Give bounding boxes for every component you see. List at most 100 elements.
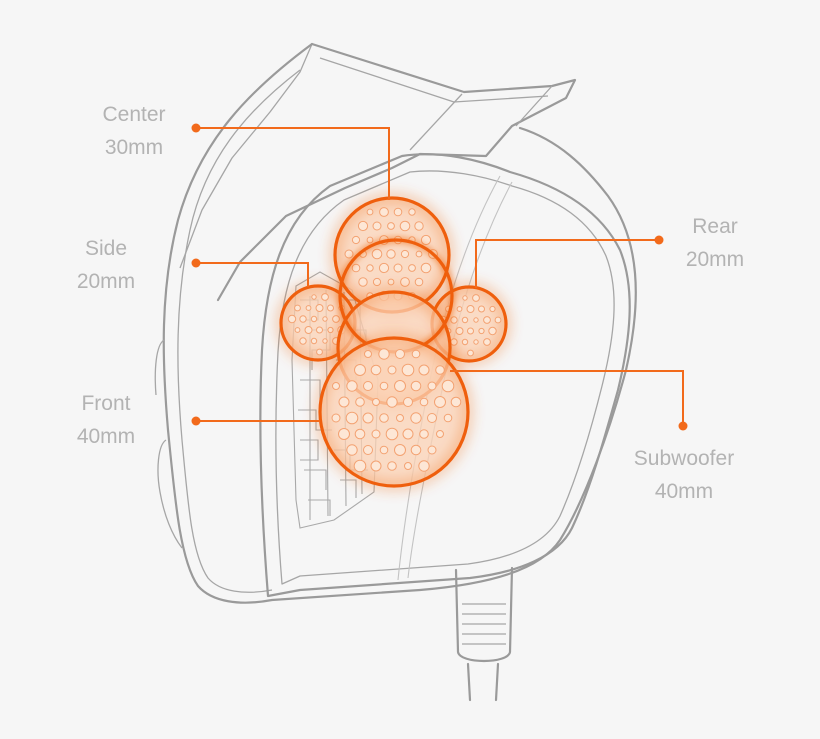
leader-side [196, 262, 309, 287]
perforation-hole [332, 315, 340, 323]
ear-cup-shell [154, 42, 637, 604]
perforation-hole [371, 248, 383, 260]
perforation-hole [478, 327, 485, 335]
perforation-hole [310, 315, 318, 323]
perforation-hole [327, 326, 334, 334]
perforation-hole [299, 337, 307, 345]
perforation-hole [387, 222, 395, 230]
label-center: Center 30mm [88, 98, 180, 164]
perforation-hole [346, 444, 358, 456]
perforation-hole [488, 326, 497, 336]
perforation-hole [461, 338, 469, 346]
label-center-name: Center [102, 103, 166, 126]
perforation-hole [455, 327, 464, 335]
perforation-hole [410, 380, 422, 392]
perforation-hole [304, 326, 313, 334]
perforation-hole [420, 234, 432, 246]
perforation-hole [366, 236, 374, 244]
perforation-hole [434, 396, 446, 408]
perforation-hole [305, 305, 312, 311]
perforation-hole [414, 277, 424, 287]
label-center-size: 30mm [104, 136, 164, 159]
perforation-hole [322, 338, 328, 344]
label-subwoofer-name: Subwoofer [633, 447, 735, 470]
leader-side-dot [191, 258, 201, 268]
perforation-hole [450, 338, 458, 346]
perforation-hole [366, 208, 374, 216]
perforation-hole [355, 397, 365, 407]
perforation-hole [371, 429, 381, 439]
label-side-name: Side [84, 237, 128, 260]
leader-front-dot [191, 416, 201, 426]
label-front-size: 40mm [76, 425, 136, 448]
perforation-hole [473, 317, 479, 323]
perforation-hole [386, 249, 396, 259]
perforation-hole [399, 220, 411, 232]
perforation-hole [372, 398, 380, 406]
perforation-hole [287, 314, 297, 324]
label-front: Front 40mm [60, 387, 152, 453]
label-side-size: 20mm [76, 270, 136, 293]
label-rear: Rear 20mm [669, 210, 761, 276]
perforation-hole [427, 413, 437, 423]
driver-front [318, 336, 470, 488]
label-front-name: Front [81, 392, 131, 415]
label-rear-size: 20mm [685, 248, 745, 271]
perforation-hole [353, 459, 367, 473]
perforation-hole [394, 380, 406, 392]
driver-center [333, 196, 451, 314]
cable [454, 566, 514, 702]
perforation-hole [450, 396, 462, 408]
perforation-hole [403, 397, 413, 407]
perforation-hole [402, 428, 414, 440]
leader-center [196, 127, 390, 200]
perforation-hole [467, 327, 474, 335]
perforation-hole [378, 262, 390, 274]
perforation-hole [467, 349, 474, 357]
perforation-hole [404, 462, 412, 470]
perforation-hole [466, 305, 475, 313]
perforation-hole [419, 397, 429, 407]
perforation-hole [483, 338, 491, 346]
perforation-hole [345, 411, 359, 425]
headband-arm [179, 42, 577, 302]
label-subwoofer: Subwoofer 40mm [616, 442, 752, 508]
perforation-hole [332, 382, 340, 390]
perforation-hole [294, 327, 301, 333]
perforation-hole [379, 445, 389, 455]
perforation-hole [378, 348, 390, 360]
perforation-hole [354, 428, 366, 440]
perforation-hole [400, 277, 410, 287]
perforation-hole [396, 414, 404, 422]
perforation-hole [415, 250, 423, 258]
perforation-hole [462, 295, 468, 301]
perforation-hole [357, 220, 369, 232]
perforation-hole [379, 413, 389, 423]
perforation-hole [393, 207, 403, 217]
perforation-hole [387, 278, 395, 286]
leader-rear-dot [654, 235, 664, 245]
perforation-hole [400, 249, 410, 259]
perforation-hole [410, 412, 422, 424]
perforation-hole [370, 460, 382, 472]
perforation-hole [483, 316, 491, 324]
perforation-hole [363, 381, 373, 391]
perforation-hole [410, 444, 422, 456]
perforation-hole [427, 445, 437, 455]
perforation-hole [385, 427, 399, 441]
perforation-hole [354, 364, 366, 376]
perforation-hole [441, 379, 455, 393]
perforation-hole [351, 235, 361, 245]
perforation-hole [322, 316, 328, 322]
perforation-hole [414, 221, 424, 231]
perforation-hole [364, 350, 372, 358]
perforation-hole [395, 349, 405, 359]
perforation-hole [338, 428, 350, 440]
perforation-hole [346, 380, 358, 392]
label-subwoofer-size: 40mm [654, 480, 714, 503]
leader-subwoofer-dot [678, 421, 688, 431]
perforation-hole [316, 348, 323, 356]
perforation-hole [427, 381, 437, 391]
leader-lines [191, 123, 688, 431]
